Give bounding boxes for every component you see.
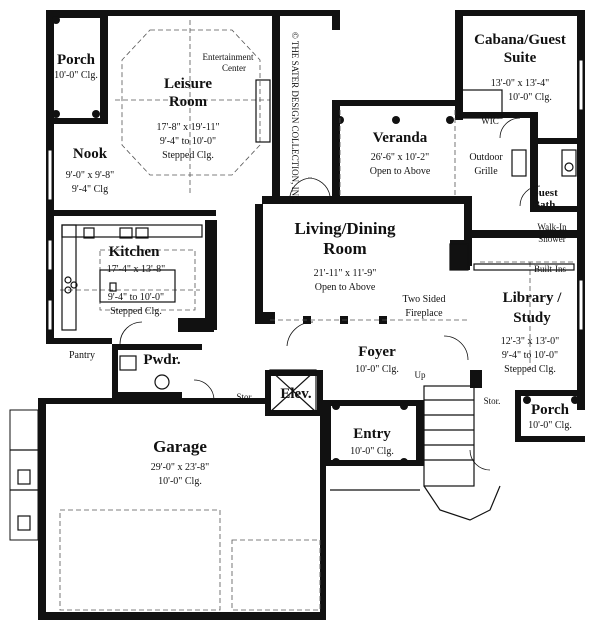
cabana-dim-1: 13'-0" x 13'-4" (491, 78, 549, 89)
entertainment-label-1: Entertainment (203, 52, 254, 62)
living-dim-1: 21'-11" x 11'-9" (314, 268, 377, 279)
walkin-label-2: Shower (538, 234, 566, 244)
veranda-dim-1: 26'-6" x 10'-2" (371, 152, 429, 163)
cabana-label-1: Cabana/Guest (474, 32, 566, 48)
kitchen-label: Kitchen (109, 244, 160, 260)
leisure-dim-3: Stepped Clg. (162, 150, 214, 161)
entertainment-label-2: Center (222, 63, 246, 73)
nook-dim-1: 9'-0" x 9'-8" (66, 170, 114, 181)
labels: © THE SATER DESIGN COLLECTION, INC. Porc… (54, 32, 572, 487)
leisure-dim-1: 17'-8" x 19'-11" (156, 122, 219, 133)
fireplace-label-2: Fireplace (405, 308, 443, 319)
veranda-dim-2: Open to Above (370, 166, 431, 177)
ceiling-lines (60, 20, 575, 370)
guest-bath-label-2: Bath (533, 199, 556, 211)
kitchen-dim-2: 9'-4" to 10'-0" (108, 292, 164, 303)
nook-dim-2: 9'-4" Clg (72, 184, 108, 195)
watermark: © THE SATER DESIGN COLLECTION, INC. (290, 32, 300, 204)
pwdr-label: Pwdr. (143, 352, 181, 368)
living-label-1: Living/Dining (294, 219, 396, 238)
cabana-dim-2: 10'-0" Clg. (508, 92, 552, 103)
garage-dim-1: 29'-0" x 23'-8" (151, 462, 209, 473)
library-dim-2: 9'-4" to 10'-0" (502, 350, 558, 361)
porch-right-dim-1: 10'-0" Clg. (528, 420, 572, 431)
library-dim-1: 12'-3" x 13'-0" (501, 336, 559, 347)
garage-label: Garage (153, 437, 207, 456)
stor-right-label: Stor. (484, 396, 501, 406)
living-label-2: Room (323, 239, 366, 258)
columns (52, 16, 579, 466)
porch-left-label: Porch (57, 52, 96, 68)
porch-right-label: Porch (531, 402, 570, 418)
up-label: Up (415, 370, 426, 380)
elev-label: Elev. (280, 386, 312, 402)
guest-bath-label-1: Guest (530, 187, 558, 199)
library-label-2: Study (513, 310, 551, 326)
entry-dim-1: 10'-0" Clg. (350, 446, 394, 457)
outdoor-grille-label-1: Outdoor (469, 152, 503, 163)
leisure-room-label-1: Leisure (164, 76, 212, 92)
garage-dim-2: 10'-0" Clg. (158, 476, 202, 487)
outdoor-grille-label-2: Grille (474, 166, 498, 177)
walkin-label-1: Walk-In (537, 222, 567, 232)
builtins-label: Built-Ins (534, 264, 566, 274)
walls (38, 10, 585, 620)
library-dim-3: Stepped Clg. (504, 364, 556, 375)
veranda-label: Veranda (373, 130, 428, 146)
leisure-dim-2: 9'-4" to 10'-0" (160, 136, 216, 147)
kitchen-dim-3: Stepped Clg. (110, 306, 162, 317)
fireplace-label-1: Two Sided (403, 294, 446, 305)
stor-left-label: Stor (236, 392, 251, 402)
wic-label: WIC (481, 116, 499, 126)
foyer-dim-1: 10'-0" Clg. (355, 364, 399, 375)
fixtures (9, 59, 584, 611)
doors (119, 117, 541, 471)
pantry-label: Pantry (69, 350, 95, 361)
leisure-room-label-2: Room (169, 94, 208, 110)
library-label-1: Library / (503, 290, 563, 306)
cabana-label-2: Suite (504, 50, 537, 66)
entry-label: Entry (353, 426, 391, 442)
nook-label: Nook (73, 146, 108, 162)
kitchen-dim-1: 17'-4" x 13'-8" (107, 264, 165, 275)
foyer-label: Foyer (358, 344, 396, 360)
living-dim-2: Open to Above (315, 282, 376, 293)
porch-left-dim-1: 10'-0" Clg. (54, 70, 98, 81)
